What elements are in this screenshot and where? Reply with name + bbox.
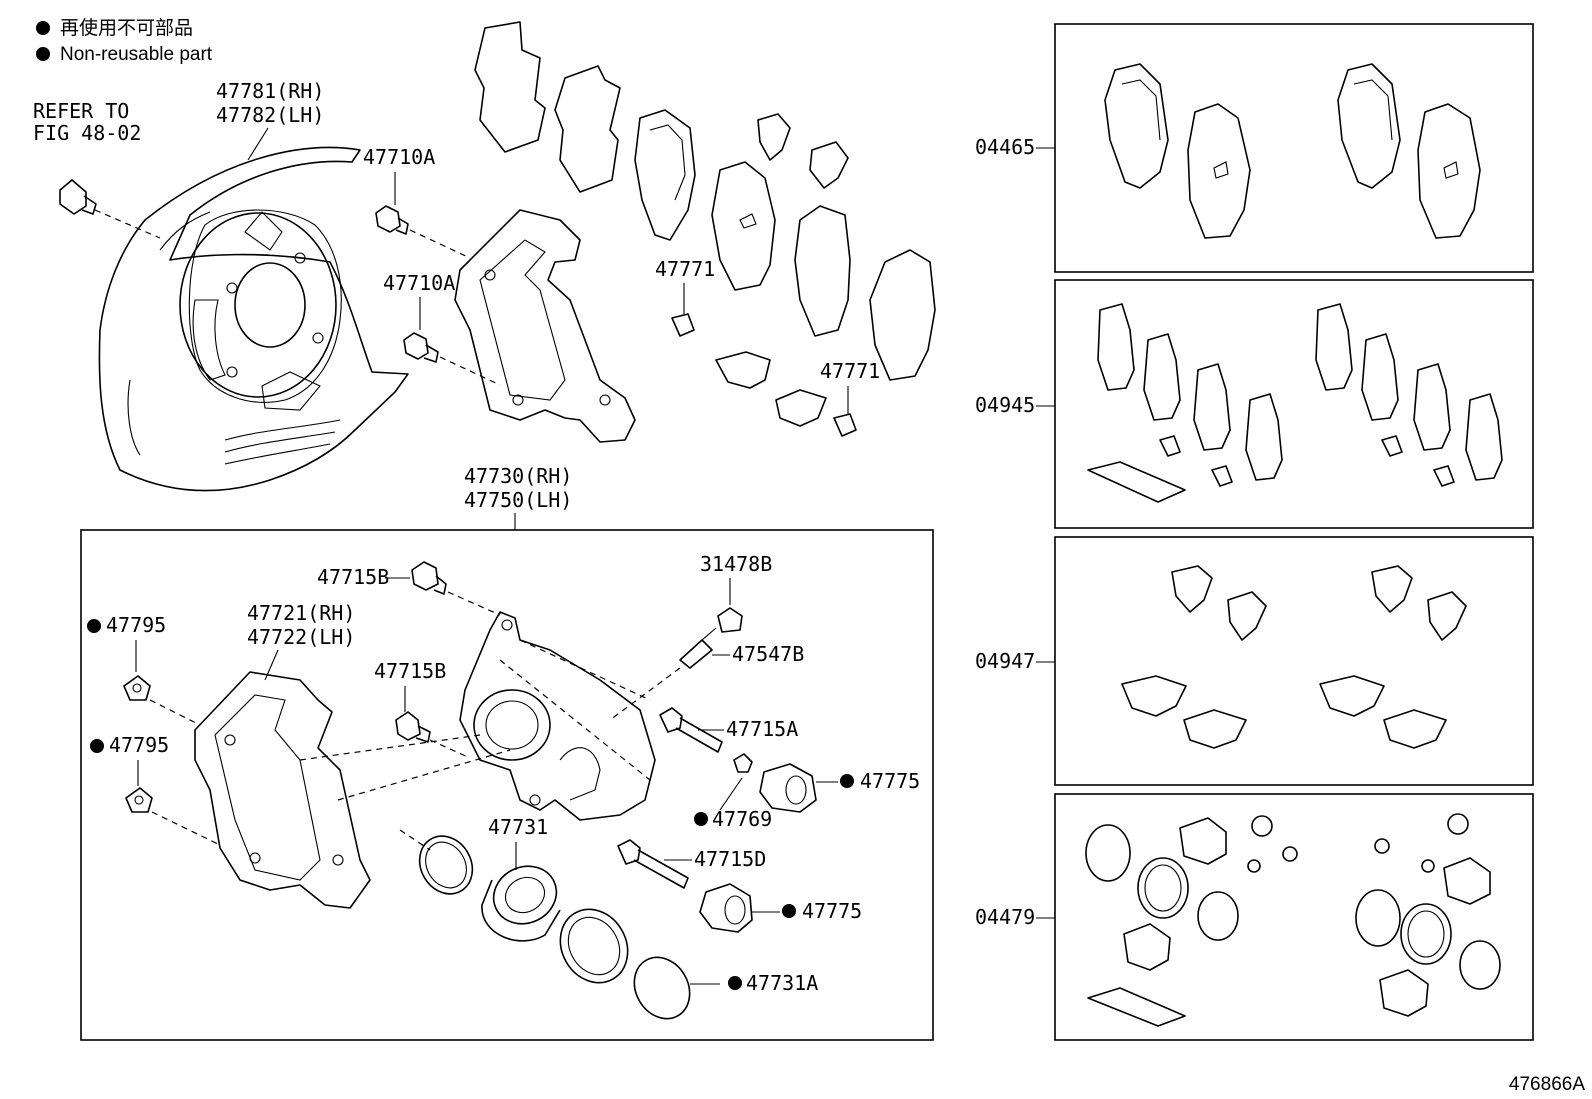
non-reusable-dot-icon: [90, 739, 104, 753]
dust-cover-part: [98, 146, 409, 492]
label-bolt-b-1: 47715B: [317, 565, 389, 589]
bleeder-part: [679, 639, 713, 669]
label-mounting-lh: 47722(LH): [247, 625, 355, 649]
kit-04465-contents: [1104, 63, 1481, 239]
label-mounting-rh: 47721(RH): [247, 601, 355, 625]
refer-line-1: REFER TO: [33, 99, 129, 123]
label-piston: 47731: [488, 815, 548, 839]
legend-dot-icon: [36, 47, 50, 61]
refer-line-2: FIG 48-02: [33, 121, 141, 145]
kit-box-04947: [1054, 536, 1534, 786]
cap-part: [717, 607, 743, 633]
label-caliper-rh: 47730(RH): [464, 464, 572, 488]
legend-jp-text: 再使用不可部品: [60, 17, 193, 39]
label-washer-2: 47795: [109, 733, 169, 757]
kit-code-04465: 04465: [975, 135, 1035, 159]
non-reusable-dot-icon: [728, 976, 742, 990]
label-bolt-b-2: 47715B: [374, 659, 446, 683]
label-bush: 47769: [712, 807, 772, 831]
non-reusable-dot-icon: [782, 904, 796, 918]
washer-2-part: [125, 787, 153, 813]
label-washer-1: 47795: [106, 613, 166, 637]
figure-id: 476866A: [1509, 1074, 1585, 1095]
legend-en-text: Non-reusable part: [60, 44, 213, 65]
piston-part: [481, 865, 561, 942]
bush-part: [733, 753, 753, 773]
kit-code-04479: 04479: [975, 905, 1035, 929]
kit-04479-contents: [1085, 813, 1501, 1027]
non-reusable-dot-icon: [87, 619, 101, 633]
legend: 再使用不可部品 Non-reusable part: [36, 17, 213, 65]
kit-box-04479: [1054, 793, 1534, 1041]
bolt-b-1-part: [411, 561, 447, 595]
label-dust-cover-lh: 47782(LH): [216, 103, 324, 127]
label-cap: 31478B: [700, 552, 772, 576]
pin-d-part: [617, 839, 689, 889]
caliper-body-part: [459, 611, 656, 821]
legend-dot-icon: [36, 21, 50, 35]
label-bleeder: 47547B: [732, 642, 804, 666]
bolt-b-2-part: [395, 711, 431, 743]
kit-code-04945: 04945: [975, 393, 1035, 417]
bolt-refer-part: [59, 179, 97, 215]
kit-box-04945: [1054, 279, 1534, 529]
label-bolt-a-1: 47710A: [363, 145, 435, 169]
kit-04945-contents: [1087, 303, 1503, 503]
label-clip-2: 47771: [820, 359, 880, 383]
clip-1-part: [671, 313, 695, 337]
non-reusable-dot-icon: [694, 812, 708, 826]
bolt-a-2-part: [403, 332, 439, 363]
label-seal: 47731A: [746, 971, 818, 995]
bolt-a-1-part: [375, 205, 409, 235]
mounting-bracket-part: [194, 671, 371, 909]
boot-1-part: [759, 763, 817, 813]
kit-code-04947: 04947: [975, 649, 1035, 673]
pad-upper-cluster: [474, 21, 936, 427]
non-reusable-dot-icon: [840, 774, 854, 788]
label-clip-1: 47771: [655, 257, 715, 281]
label-pin-a: 47715A: [726, 717, 798, 741]
caliper-assembly-box: [80, 529, 934, 1041]
washer-1-part: [123, 675, 151, 701]
seal-part: [633, 956, 691, 1020]
kit-04947-contents: [1121, 565, 1467, 749]
label-dust-cover-rh: 47781(RH): [216, 79, 324, 103]
label-boot-1: 47775: [860, 769, 920, 793]
label-caliper-lh: 47750(LH): [464, 488, 572, 512]
boot-2-part: [699, 883, 753, 933]
label-pin-d: 47715D: [694, 847, 766, 871]
ring-2-part: [559, 908, 629, 984]
clip-2-part: [833, 413, 857, 437]
ring-1-part: [418, 835, 474, 895]
label-bolt-a-2: 47710A: [383, 271, 455, 295]
mounting-bracket-upper-part: [454, 209, 636, 443]
label-boot-2: 47775: [802, 899, 862, 923]
